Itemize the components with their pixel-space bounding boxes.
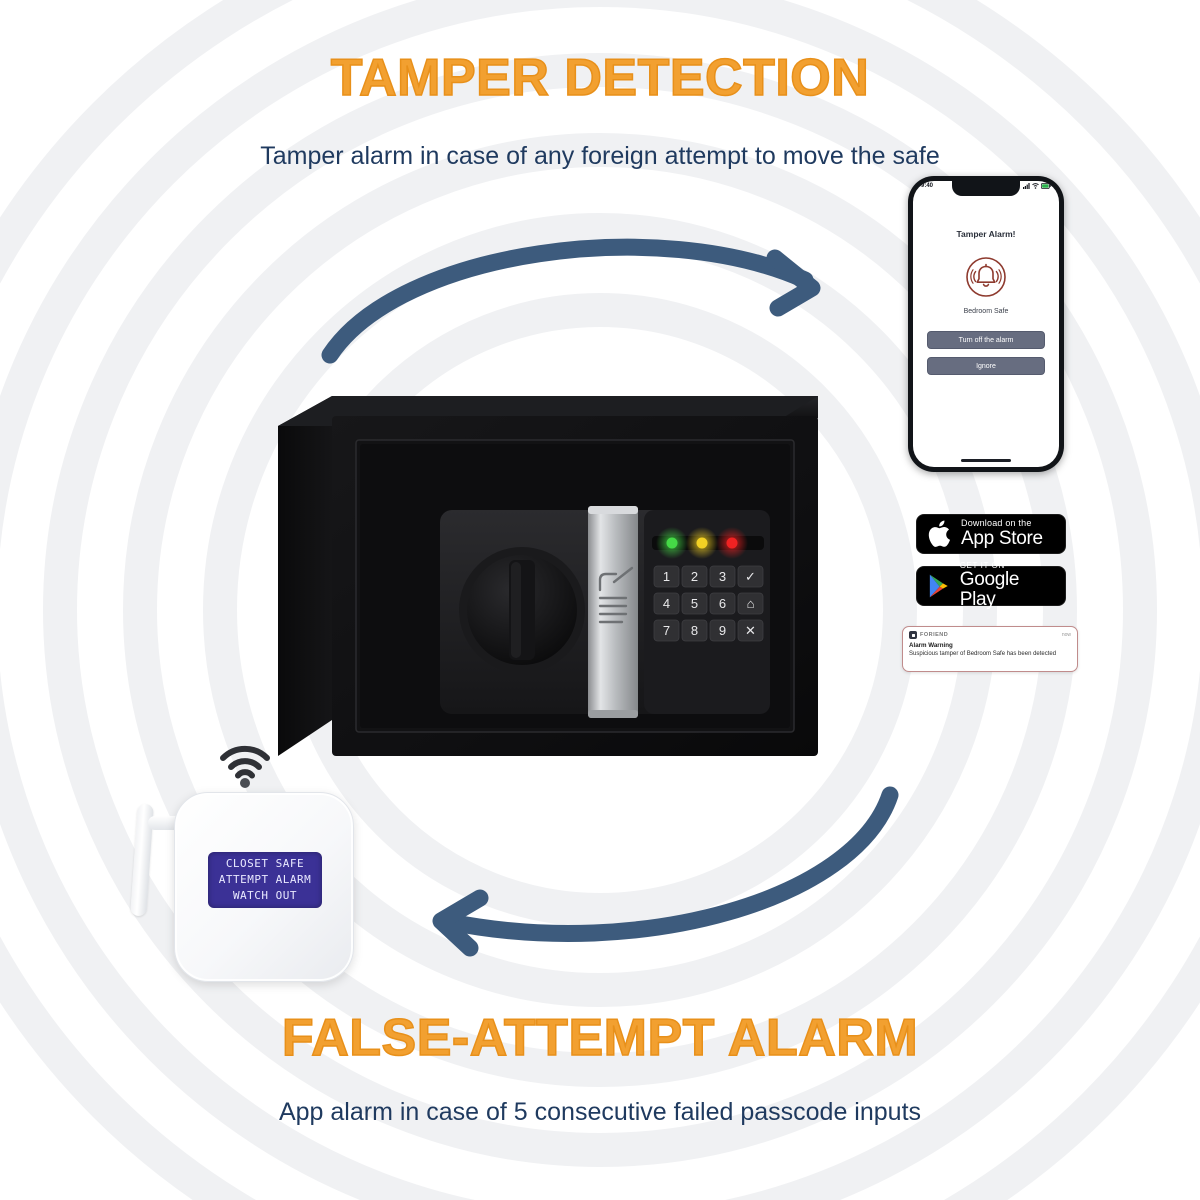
safe-left-side — [278, 396, 332, 756]
status-time: 9:40 — [921, 183, 934, 189]
keypad-key-7[interactable] — [653, 619, 680, 642]
keypad-key-9[interactable] — [709, 619, 736, 642]
swipe-card-icon — [598, 566, 634, 624]
phone-mockup: 9:40 — [908, 176, 1064, 472]
keypad-key-6[interactable] — [709, 592, 736, 615]
wifi-icon — [1032, 183, 1039, 189]
lcd-line-3: WATCH OUT — [232, 888, 298, 902]
status-icons — [1023, 183, 1051, 189]
keypad-key-1[interactable] — [653, 565, 680, 588]
keypad-key-4[interactable] — [653, 592, 680, 615]
safe-product-image: 1 2 3 ✓ 4 5 6 ⌂ 7 8 9 ✕ — [270, 388, 870, 788]
phone-device-name: Bedroom Safe — [963, 308, 1009, 315]
safe-handle — [588, 506, 638, 718]
app-store-text: Download on the App Store — [961, 518, 1043, 549]
battery-icon — [1041, 183, 1051, 189]
keypad-key-label-5: 5 — [691, 596, 698, 611]
phone-home-indicator — [961, 459, 1011, 462]
alarm-lcd-display: CLOSET SAFE ATTEMPT ALARM WATCH OUT — [208, 852, 322, 908]
notification-toast[interactable]: FORIEND now Alarm Warning Suspicious tam… — [902, 626, 1078, 672]
google-play-small-text: GET IT ON — [959, 560, 1005, 570]
subtitle-bottom: App alarm in case of 5 consecutive faile… — [278, 1098, 922, 1126]
alarm-device: CLOSET SAFE ATTEMPT ALARM WATCH OUT — [126, 742, 366, 992]
keypad-key-2[interactable] — [681, 565, 708, 588]
keypad-key-8[interactable] — [681, 619, 708, 642]
arrow-top-right — [321, 238, 821, 364]
keypad-key-label-9: 9 — [719, 623, 726, 638]
toast-title: Alarm Warning — [909, 642, 953, 649]
app-store-big-text: App Store — [961, 527, 1043, 549]
keypad-key-label-8: 8 — [691, 623, 698, 638]
keypad-key-label-7: 7 — [663, 623, 670, 638]
wifi-icon — [218, 742, 272, 793]
subtitle-top: Tamper alarm in case of any foreign atte… — [260, 142, 940, 170]
keypad-key-label-4: 4 — [663, 596, 670, 611]
keypad-key-3[interactable] — [709, 565, 736, 588]
ignore-button[interactable]: Ignore — [927, 357, 1045, 375]
app-icon — [909, 631, 917, 639]
toast-time: now — [1061, 632, 1071, 638]
arrow-bottom-left — [432, 786, 899, 957]
toast-brand-wrap: FORIEND — [909, 631, 948, 639]
keypad-key-label-2: 2 — [691, 569, 698, 584]
turn-off-alarm-button[interactable]: Turn off the alarm — [927, 331, 1045, 349]
toast-header: FORIEND now — [909, 631, 1071, 639]
bell-ringing-icon — [962, 253, 1010, 306]
keypad-key-5[interactable] — [681, 592, 708, 615]
signal-icon — [1023, 183, 1030, 189]
toast-body: Suspicious tamper of Bedroom Safe has be… — [909, 651, 1057, 657]
page-title-bottom: FALSE-ATTEMPT ALARM — [281, 1008, 919, 1068]
app-store-badge[interactable]: Download on the App Store — [916, 514, 1066, 554]
google-play-big-text: Google Play — [959, 569, 1020, 611]
google-play-text: GET IT ON Google Play — [959, 560, 1055, 611]
keypad-key-label-1: 1 — [663, 569, 670, 584]
keypad-key-label-✓: ✓ — [745, 569, 756, 584]
phone-alert-title: Tamper Alarm! — [956, 229, 1016, 239]
led-green — [666, 537, 678, 549]
keypad-key-✕[interactable] — [737, 619, 764, 642]
google-play-badge[interactable]: GET IT ON Google Play — [916, 561, 1066, 610]
lcd-line-1: CLOSET SAFE — [225, 857, 305, 871]
phone-screen: 9:40 — [913, 181, 1059, 467]
keypad-key-label-3: 3 — [719, 569, 726, 584]
apple-icon — [928, 520, 951, 547]
toast-brand: FORIEND — [920, 632, 949, 638]
keypad-key-label-⌂: ⌂ — [747, 596, 755, 611]
google-play-icon — [929, 574, 948, 598]
led-red — [726, 537, 738, 549]
page-title-top: TAMPER DETECTION — [330, 48, 870, 108]
app-store-small-text: Download on the — [961, 518, 1032, 529]
keypad-key-✓[interactable] — [737, 565, 764, 588]
keypad-key-label-✕: ✕ — [745, 623, 756, 638]
keypad-key-label-6: 6 — [719, 596, 726, 611]
phone-notch — [952, 181, 1020, 196]
keypad-key-⌂[interactable] — [737, 592, 764, 615]
lcd-line-2: ATTEMPT ALARM — [218, 873, 312, 887]
led-yellow — [696, 537, 708, 549]
